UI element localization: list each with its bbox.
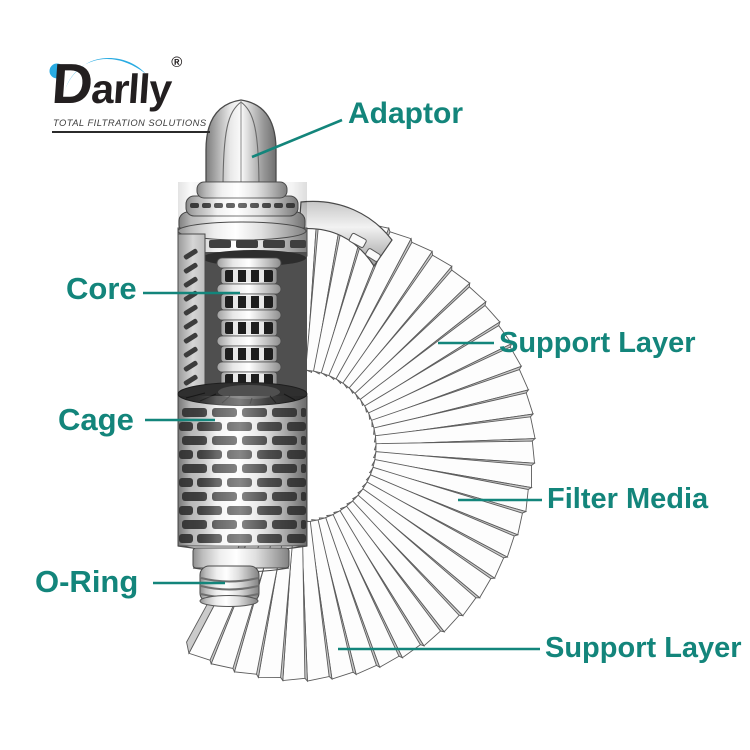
logo-brand-text: Darlly	[49, 52, 173, 115]
core-assembly	[216, 257, 282, 389]
label-core: Core	[66, 271, 137, 306]
cartridge-body	[177, 99, 308, 607]
logo-tagline: TOTAL FILTRATION SOLUTIONS	[52, 116, 210, 133]
leader-lines	[143, 118, 542, 651]
label-o-ring: O-Ring	[35, 564, 139, 599]
cage-cylinder	[177, 382, 308, 552]
oring-collar	[192, 547, 290, 607]
adaptor-dome	[205, 99, 277, 195]
label-cage: Cage	[58, 402, 134, 437]
registered-trademark: ®	[171, 54, 183, 71]
logo-swoosh-icon	[49, 58, 146, 94]
brand-logo: Darlly® TOTAL FILTRATION SOLUTIONS	[49, 52, 252, 136]
label-filter-media: Filter Media	[547, 483, 709, 515]
label-adaptor: Adaptor	[348, 97, 463, 130]
left-shell-strip	[177, 233, 206, 399]
label-support-layer-bottom: Support Layer	[545, 632, 742, 664]
leader-adaptor	[251, 118, 343, 159]
label-support-layer-top: Support Layer	[499, 327, 696, 359]
outer-wrap-band	[298, 200, 393, 268]
